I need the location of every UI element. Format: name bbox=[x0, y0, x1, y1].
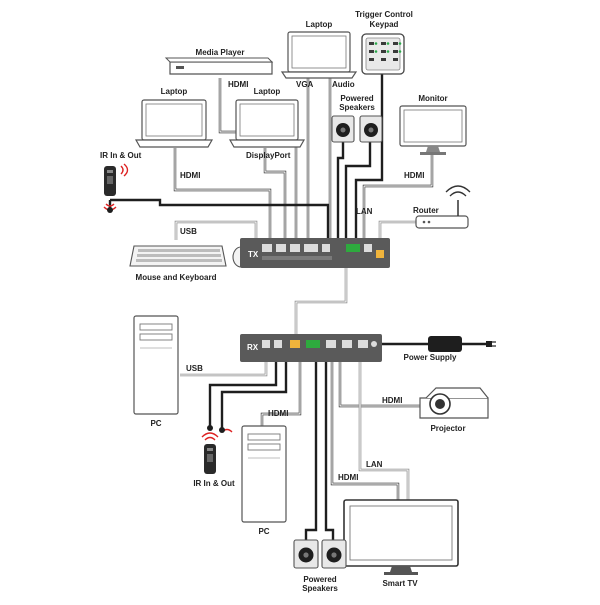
router-label: Router bbox=[413, 206, 439, 215]
projector-label: Projector bbox=[430, 424, 465, 433]
hdmi-smart-tv-label: HDMI bbox=[338, 473, 358, 482]
hdmi-projector-label: HDMI bbox=[382, 396, 402, 405]
router-icon bbox=[415, 185, 471, 229]
tx-rx-link-cable bbox=[294, 268, 348, 334]
ir-remote-bottom-icon bbox=[201, 425, 233, 474]
ir-top-cable bbox=[110, 198, 330, 238]
laptop-left-label: Laptop bbox=[161, 87, 188, 96]
media-player-label: Media Player bbox=[196, 48, 245, 57]
pc-bottom-icon bbox=[241, 425, 287, 523]
laptop-top-label: Laptop bbox=[306, 20, 333, 29]
hdmi-monitor-label: HDMI bbox=[404, 171, 424, 180]
powered-speakers-bottom-label-line2: Speakers bbox=[302, 584, 338, 593]
ir-bottom-label: IR In & Out bbox=[193, 479, 235, 488]
trigger-keypad-label-line1: Trigger Control bbox=[355, 10, 413, 19]
smart-tv-icon bbox=[343, 499, 459, 575]
displayport-label: DisplayPort bbox=[246, 151, 291, 160]
speaker-bottom-cable-1 bbox=[304, 362, 318, 540]
mouse-keyboard-label: Mouse and Keyboard bbox=[136, 273, 217, 282]
powered-speakers-top-label-line2: Speakers bbox=[339, 103, 375, 112]
tx-unit-label: TX bbox=[248, 250, 259, 259]
monitor-icon bbox=[399, 105, 467, 155]
pc-left-label: PC bbox=[150, 419, 161, 428]
ir-remote-top-icon bbox=[103, 163, 129, 213]
mouse-keyboard-icon bbox=[129, 245, 250, 268]
lan-smart-tv-cable bbox=[358, 362, 410, 500]
rx-unit-label: RX bbox=[247, 343, 259, 352]
speaker-top-cable-2 bbox=[344, 140, 372, 238]
rx-unit bbox=[240, 334, 382, 362]
pc-left-icon bbox=[133, 315, 179, 415]
pc-bottom-label: PC bbox=[258, 527, 269, 536]
speaker-top-cable-1 bbox=[336, 140, 345, 238]
powered-speakers-bottom-icon bbox=[293, 539, 347, 569]
usb-top-label: USB bbox=[180, 227, 197, 236]
lan-smart-tv-label: LAN bbox=[366, 460, 383, 469]
ir-bottom-cable bbox=[208, 362, 278, 428]
powered-speakers-top-icon bbox=[331, 115, 383, 143]
monitor-label: Monitor bbox=[418, 94, 447, 103]
laptop-mid-label: Laptop bbox=[254, 87, 281, 96]
displayport-cable bbox=[263, 148, 287, 238]
laptop-top-icon bbox=[280, 31, 358, 79]
power-supply-icon bbox=[428, 336, 496, 352]
laptop-left-icon bbox=[134, 99, 214, 148]
trigger-keypad-label-line2: Keypad bbox=[370, 20, 399, 29]
hdmi-pc-bottom-label: HDMI bbox=[268, 409, 288, 418]
hdmi-media-label: HDMI bbox=[228, 80, 248, 89]
powered-speakers-top-label-line1: Powered bbox=[340, 94, 373, 103]
media-player-icon bbox=[164, 57, 274, 75]
projector-icon bbox=[419, 387, 489, 419]
usb-pc-left-label: USB bbox=[186, 364, 203, 373]
lan-router-label: LAN bbox=[356, 207, 373, 216]
hdmi-laptop-left-label: HDMI bbox=[180, 171, 200, 180]
smart-tv-label: Smart TV bbox=[382, 579, 418, 588]
power-supply-label: Power Supply bbox=[404, 353, 457, 362]
labels: Trigger Control Keypad Laptop Media Play… bbox=[100, 10, 466, 593]
tx-unit bbox=[240, 238, 390, 268]
trigger-keypad-icon bbox=[361, 33, 405, 75]
ir-top-label: IR In & Out bbox=[100, 151, 142, 160]
laptop-mid-icon bbox=[228, 99, 306, 148]
powered-speakers-bottom-label-line1: Powered bbox=[303, 575, 336, 584]
hdmi-projector-cable bbox=[338, 362, 420, 408]
lan-router-cable bbox=[378, 220, 418, 238]
speaker-bottom-cable-2 bbox=[324, 362, 335, 540]
audio-label: Audio bbox=[332, 80, 355, 89]
vga-label: VGA bbox=[296, 80, 314, 89]
